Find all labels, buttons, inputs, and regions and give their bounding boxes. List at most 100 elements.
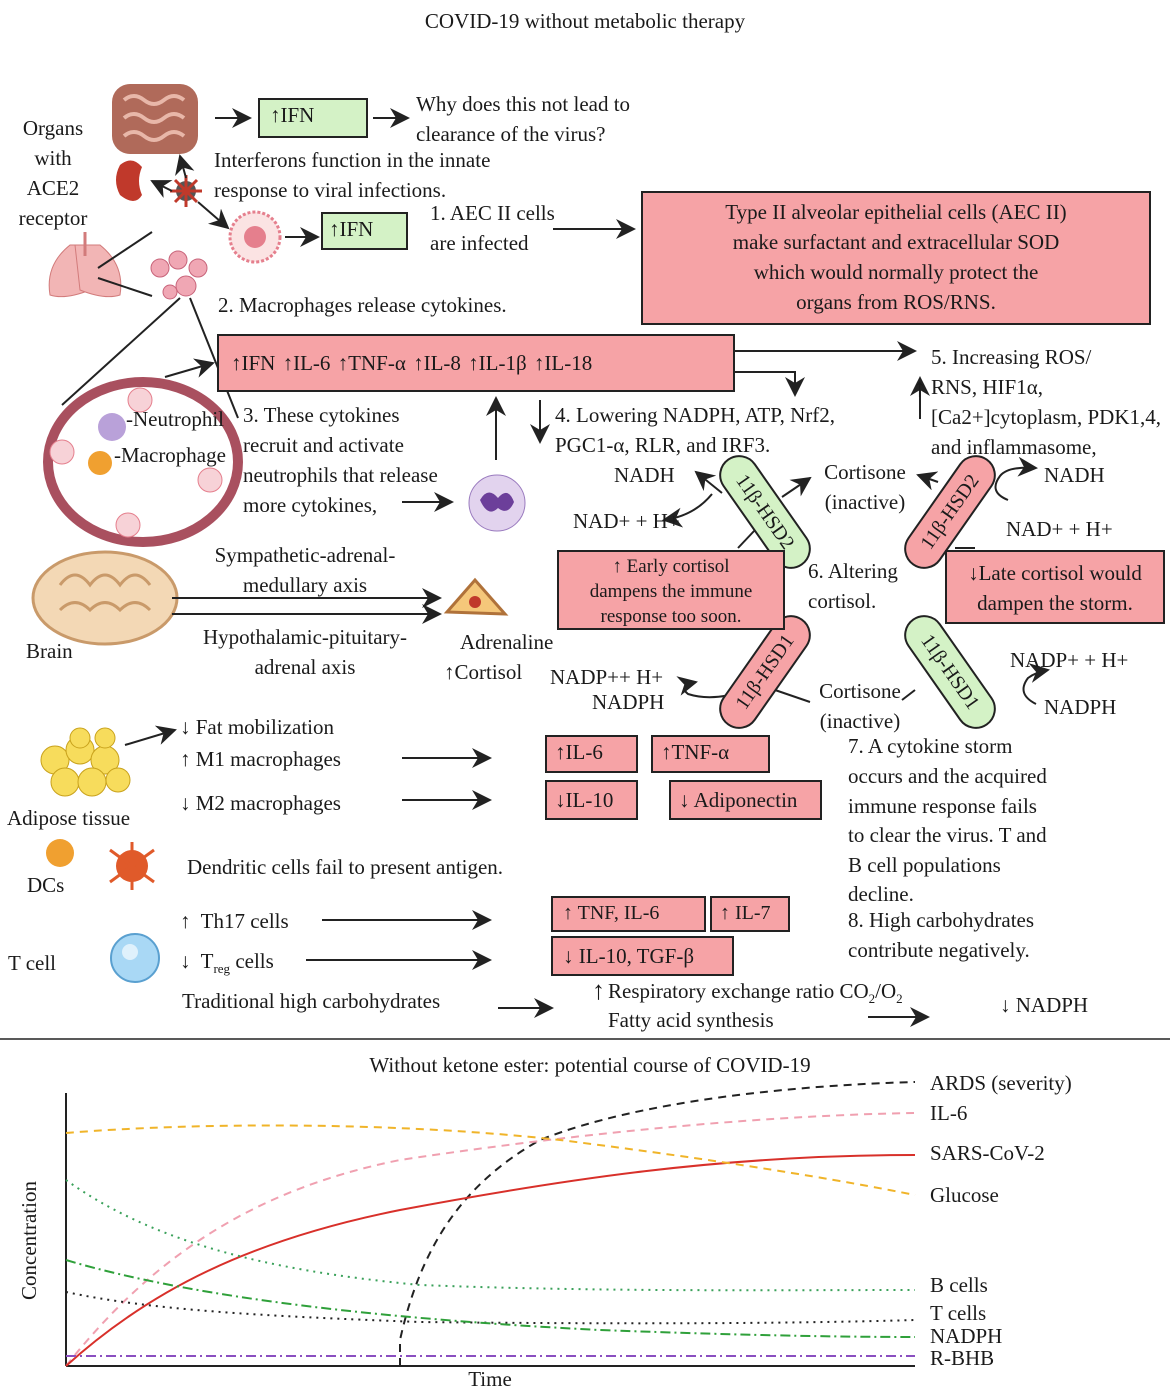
brain-label: Brain bbox=[26, 639, 73, 663]
cortisone-bottom-1: Cortisone bbox=[819, 679, 901, 703]
t-cell-label: T cell bbox=[8, 951, 57, 975]
step7-line-2: occurs and the acquired bbox=[848, 764, 1047, 788]
neutrophil-label: -Neutrophil bbox=[126, 407, 224, 431]
dendritic-cell-icon bbox=[46, 839, 155, 890]
step2-text: 2. Macrophages release cytokines. bbox=[218, 293, 507, 317]
step4-line-2: PGC1-α, RLR, and IRF3. bbox=[555, 433, 771, 457]
cytokine-tnfa: TNF-α bbox=[348, 351, 406, 375]
cortisone-bottom-2: (inactive) bbox=[819, 709, 901, 733]
early-cortisol-1: Early cortisol bbox=[626, 556, 730, 577]
aec-line-3: which would normally protect the bbox=[753, 260, 1039, 284]
organs-label-1: Organs bbox=[22, 116, 84, 140]
organs-label-4: receptor bbox=[18, 206, 88, 230]
ifn-box-intestine: ↑IFN bbox=[258, 98, 368, 138]
dendritic-text: Dendritic cells fail to present antigen. bbox=[187, 855, 504, 879]
cytokine-il18: IL-18 bbox=[544, 351, 593, 375]
step7-line-1: 7. A cytokine storm bbox=[848, 734, 1013, 758]
organs-label-3: ACE2 bbox=[26, 176, 80, 200]
m2-macrophages: ↓ M2 macrophages bbox=[180, 791, 341, 815]
series-label-4: B cells bbox=[930, 1273, 988, 1297]
adiponectin-box: ↓ Adiponectin bbox=[669, 780, 822, 820]
treg-text: ↓ Treg cells bbox=[180, 949, 274, 977]
aec-line-4: organs from ROS/RNS. bbox=[796, 290, 996, 314]
step7-line-5: B cell populations bbox=[848, 853, 1001, 877]
il10-tgf-box: ↓ IL-10, TGF-β bbox=[551, 936, 734, 976]
step7-line-4: to clear the virus. T and bbox=[848, 823, 1047, 847]
series-line-2 bbox=[65, 1154, 916, 1367]
aec-line-1: Type II alveolar epithelial cells (AEC I… bbox=[725, 200, 1067, 224]
adrenal-gland-icon bbox=[443, 577, 509, 616]
virus-icon bbox=[170, 175, 202, 207]
series-label-7: R-BHB bbox=[930, 1346, 995, 1370]
late-cortisol-1: Late cortisol would bbox=[978, 561, 1142, 585]
interferon-note-1: Interferons function in the innate bbox=[214, 148, 491, 172]
early-cortisol-box: ↑ Early cortisol dampens the immune resp… bbox=[557, 550, 785, 630]
chart-ylabel: Concentration bbox=[17, 1181, 41, 1300]
lungs-icon bbox=[48, 232, 122, 298]
dcs-label: DCs bbox=[27, 873, 65, 897]
alveoli-icon bbox=[150, 250, 208, 300]
series-line-4 bbox=[65, 1179, 916, 1292]
step5-line-2: RNS, HIF1α, bbox=[931, 375, 1043, 399]
fat-mobilization: ↓ Fat mobilization bbox=[180, 715, 334, 739]
infected-cell-icon bbox=[228, 210, 282, 264]
step3-line-4: more cytokines, bbox=[243, 493, 378, 517]
early-cortisol-3: response too soon. bbox=[600, 606, 742, 627]
series-line-6 bbox=[65, 1259, 916, 1338]
brain-axis1-line-1: Sympathetic-adrenal- bbox=[214, 543, 396, 567]
resp-line-1: Respiratory exchange ratio CO2/O2 bbox=[608, 979, 903, 1007]
series-line-0 bbox=[399, 1081, 916, 1366]
brain-axis2-line-2: adrenal axis bbox=[254, 655, 356, 679]
step3-line-3: neutrophils that release bbox=[243, 463, 438, 487]
alveolus-icon bbox=[43, 377, 243, 547]
chart-title: Without ketone ester: potential course o… bbox=[369, 1053, 811, 1077]
aec-line-2: make surfactant and extracellular SOD bbox=[732, 230, 1060, 254]
series-line-3 bbox=[65, 1124, 916, 1196]
step6-line-1: 6. Altering bbox=[808, 559, 898, 583]
step8-line-2: contribute negatively. bbox=[848, 938, 1030, 962]
cortisol-label: ↑Cortisol bbox=[444, 660, 523, 684]
nadph-right: NADPH bbox=[1044, 695, 1117, 719]
series-line-5 bbox=[65, 1291, 916, 1325]
late-cortisol-2: dampen the storm. bbox=[977, 591, 1133, 615]
late-cortisol-box: ↓Late cortisol would dampen the storm. bbox=[945, 550, 1165, 624]
nad-h-right: NAD+ + H+ bbox=[1006, 517, 1113, 541]
cortisone-top-1: Cortisone bbox=[824, 460, 906, 484]
aec-info-box: Type II alveolar epithelial cells (AEC I… bbox=[641, 191, 1151, 325]
organs-label-2: with bbox=[34, 146, 72, 170]
cytokine-il6: IL-6 bbox=[293, 351, 331, 375]
series-label-1: IL-6 bbox=[930, 1101, 968, 1125]
nadph-left: NADPH bbox=[592, 690, 665, 714]
nad-h-left: NAD+ + H+ bbox=[573, 509, 680, 533]
nadp-h-right: NADP+ + H+ bbox=[1010, 648, 1129, 672]
brain-axis2-line-1: Hypothalamic-pituitary- bbox=[202, 625, 408, 649]
series-label-5: T cells bbox=[930, 1301, 987, 1325]
m1-macrophages: ↑ M1 macrophages bbox=[180, 747, 341, 771]
kidney-icon bbox=[116, 160, 142, 201]
intestine-icon bbox=[112, 84, 198, 154]
series-label-2: SARS-CoV-2 bbox=[930, 1141, 1045, 1165]
step3-line-1: 3. These cytokines bbox=[243, 403, 400, 427]
adipose-label: Adipose tissue bbox=[7, 806, 131, 830]
series-label-6: NADPH bbox=[930, 1324, 1003, 1348]
step5-line-3: [Ca2+]cytoplasm, PDK1,4, bbox=[931, 405, 1161, 429]
interferon-note-2: response to viral infections. bbox=[214, 178, 447, 202]
nadph-down: ↓ NADPH bbox=[1000, 993, 1089, 1017]
th17-text: ↑ Th17 cells bbox=[180, 909, 289, 933]
series-line-1 bbox=[65, 1112, 916, 1367]
cytokine-il8: IL-8 bbox=[423, 351, 461, 375]
il7-box: ↑ IL-7 bbox=[710, 896, 790, 932]
step1-line-2: are infected bbox=[430, 231, 529, 255]
brain-icon bbox=[31, 550, 179, 646]
chart-xlabel: Time bbox=[468, 1367, 512, 1391]
step7-line-3: immune response fails bbox=[848, 794, 1037, 818]
resp-line-2: Fatty acid synthesis bbox=[608, 1008, 774, 1032]
cytokine-box: ↑IFN ↑IL-6 ↑TNF-α ↑IL-8 ↑IL-1β ↑IL-18 bbox=[217, 334, 735, 392]
adipose-tissue-icon bbox=[40, 727, 131, 797]
step4-line-1: 4. Lowering NADPH, ATP, Nrf2, bbox=[555, 403, 835, 427]
macrophage-label: -Macrophage bbox=[114, 443, 226, 467]
step3-line-2: recruit and activate bbox=[243, 433, 404, 457]
carbs-text: Traditional high carbohydrates bbox=[182, 989, 441, 1013]
series-label-3: Glucose bbox=[930, 1183, 999, 1207]
step6-line-2: cortisol. bbox=[808, 589, 877, 613]
